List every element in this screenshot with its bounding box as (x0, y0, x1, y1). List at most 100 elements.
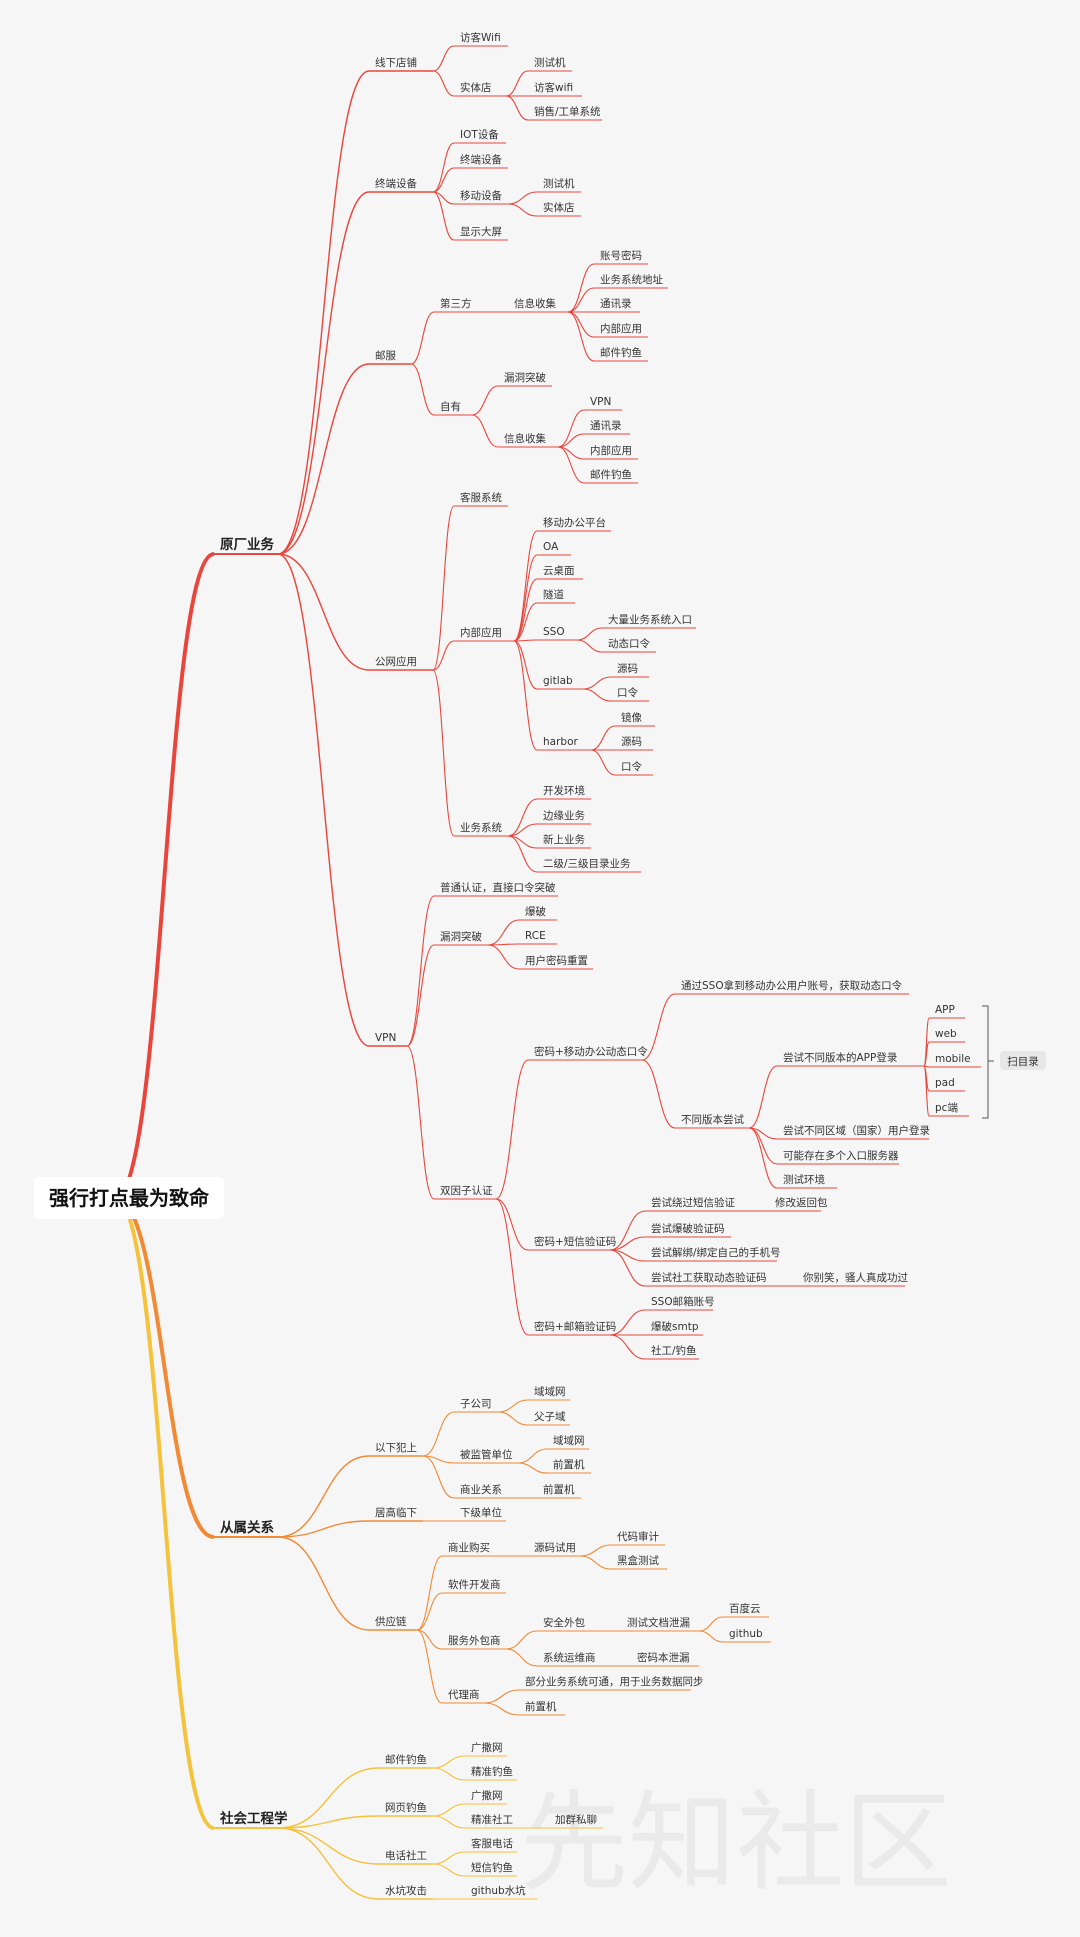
node-label-0.3.1.6[interactable]: harbor (543, 736, 578, 748)
node-label-2.2[interactable]: 电话社工 (385, 1849, 427, 1862)
node-label-1.2.1[interactable]: 软件开发商 (448, 1578, 501, 1591)
node-label-0.3.0[interactable]: 客服系统 (460, 491, 502, 504)
node-label-2.2.0[interactable]: 客服电话 (471, 1837, 513, 1850)
node-label-2.1.1[interactable]: 精准社工 (471, 1813, 513, 1826)
node-label-0.2.0.0.2[interactable]: 通讯录 (600, 297, 632, 310)
node-label-1.0.1.0[interactable]: 域域网 (553, 1434, 585, 1447)
node-label-0.0.1.2[interactable]: 销售/工单系统 (534, 105, 601, 118)
node-label-0.4.2.1.0.0[interactable]: 修改返回包 (775, 1196, 828, 1209)
node-label-0.2.0.0.3[interactable]: 内部应用 (600, 322, 642, 335)
node-label-2.0.1[interactable]: 精准钓鱼 (471, 1765, 513, 1778)
root-node-label[interactable]: 强行打点最为致命 (49, 1186, 210, 1210)
node-label-0.4.2.0.1.2[interactable]: 可能存在多个入口服务器 (783, 1149, 899, 1162)
node-label-0.1.1[interactable]: 终端设备 (460, 153, 502, 166)
node-label-0.4.2.0.1.0.0[interactable]: APP (935, 1004, 955, 1016)
node-label-2.0.0[interactable]: 广撒网 (471, 1741, 503, 1754)
node-label-1.2.0.0.1[interactable]: 黑盒测试 (617, 1554, 659, 1567)
node-label-1.2.3.0[interactable]: 部分业务系统可通，用于业务数据同步 (525, 1675, 704, 1688)
node-label-0.1.0[interactable]: IOT设备 (460, 128, 499, 141)
node-label-0.2[interactable]: 邮服 (375, 349, 396, 362)
node-label-0.2.1.0[interactable]: 漏洞突破 (504, 371, 546, 384)
node-label-0.4.2.1.3.0[interactable]: 你别笑，骚人真成功过 (803, 1271, 908, 1284)
node-label-0.4.2.1.0[interactable]: 尝试绕过短信验证 (651, 1196, 735, 1209)
node-label-0.4.2.0[interactable]: 密码+移动办公动态口令 (534, 1045, 648, 1058)
node-label-1.2.3.1[interactable]: 前置机 (525, 1700, 557, 1713)
node-label-1.2.2.1.0[interactable]: 密码本泄漏 (637, 1651, 690, 1664)
branch-label-0[interactable]: 原厂业务 (220, 536, 274, 553)
branch-label-2[interactable]: 社会工程学 (219, 1810, 288, 1827)
node-label-0.4.2.0.1.0[interactable]: 尝试不同版本的APP登录 (783, 1051, 897, 1064)
node-label-0.3.1.6.2[interactable]: 口令 (621, 760, 642, 773)
node-label-0.2.1.1[interactable]: 信息收集 (504, 432, 546, 445)
node-label-0.4.2.0.1[interactable]: 不同版本尝试 (681, 1113, 744, 1126)
node-label-0.4.0[interactable]: 普通认证，直接口令突破 (440, 881, 556, 894)
node-label-0.4.2.1[interactable]: 密码+短信验证码 (534, 1235, 616, 1248)
node-label-0.3.1.3[interactable]: 隧道 (543, 588, 564, 601)
node-label-0.2.1.1.3[interactable]: 邮件钓鱼 (590, 468, 632, 481)
node-label-0.2.1[interactable]: 自有 (440, 400, 461, 413)
node-label-2.3.0[interactable]: github水坑 (471, 1884, 526, 1897)
node-label-0.3.1.4.0[interactable]: 大量业务系统入口 (608, 613, 692, 626)
node-label-1.0[interactable]: 以下犯上 (375, 1442, 417, 1454)
node-label-1.1[interactable]: 居高临下 (375, 1506, 417, 1519)
node-label-0.2.0.0.1[interactable]: 业务系统地址 (600, 273, 663, 286)
root-node[interactable]: 强行打点最为致命 (34, 1177, 224, 1219)
node-label-0.0.1.0[interactable]: 测试机 (534, 56, 566, 69)
node-label-0.2.1.1.1[interactable]: 通讯录 (590, 419, 622, 432)
node-label-0.4.2.0.1.0.3[interactable]: pad (935, 1077, 955, 1089)
node-label-0.4.2.0.1.0.1[interactable]: web (935, 1028, 957, 1040)
node-label-1.0.1.1[interactable]: 前置机 (553, 1458, 585, 1471)
node-label-0.4.1.1[interactable]: RCE (525, 930, 546, 942)
node-label-0.4.2.1.2[interactable]: 尝试解绑/绑定自己的手机号 (651, 1246, 781, 1259)
node-label-0.3.1.5.0[interactable]: 源码 (617, 662, 638, 675)
node-label-0.4.2.2.1[interactable]: 爆破smtp (651, 1320, 699, 1333)
node-label-0.3.1.4.1[interactable]: 动态口令 (608, 637, 650, 650)
node-label-0.4.2.2[interactable]: 密码+邮箱验证码 (534, 1320, 616, 1333)
node-label-1.2.0.0[interactable]: 源码试用 (534, 1541, 576, 1554)
node-label-0.2.0.0.0[interactable]: 账号密码 (600, 249, 642, 262)
node-label-1.2.0.0.0[interactable]: 代码审计 (617, 1530, 659, 1543)
node-label-0.4.2.0.1.1[interactable]: 尝试不同区域（国家）用户登录 (783, 1124, 930, 1137)
node-label-0.2.1.1.0[interactable]: VPN (590, 396, 611, 408)
node-label-0.0[interactable]: 线下店铺 (375, 56, 417, 69)
node-label-1.1.0[interactable]: 下级单位 (460, 1506, 502, 1519)
node-label-0.1.2.0[interactable]: 测试机 (543, 177, 575, 190)
node-label-0.2.1.1.2[interactable]: 内部应用 (590, 444, 632, 457)
node-label-0.3.2.3[interactable]: 二级/三级目录业务 (543, 857, 631, 870)
node-label-0.0.1[interactable]: 实体店 (460, 81, 492, 94)
branch-label-1[interactable]: 从属关系 (220, 1519, 274, 1536)
node-label-2.3[interactable]: 水坑攻击 (385, 1884, 427, 1897)
node-label-1.2.2.0.0.0[interactable]: 百度云 (729, 1602, 761, 1615)
node-label-1.2.3[interactable]: 代理商 (448, 1688, 480, 1701)
node-label-1.2.2.1[interactable]: 系统运维商 (543, 1651, 596, 1664)
node-label-1.0.0.0[interactable]: 域域网 (534, 1385, 566, 1398)
node-label-0.3.2.2[interactable]: 新上业务 (543, 833, 585, 846)
node-label-2.0[interactable]: 邮件钓鱼 (385, 1753, 427, 1766)
node-label-0.1.2.1[interactable]: 实体店 (543, 201, 575, 214)
node-label-0.4.2.2.0[interactable]: SSO邮箱账号 (651, 1295, 715, 1308)
node-label-2.1.0[interactable]: 广撒网 (471, 1789, 503, 1802)
node-label-0.3.1.1[interactable]: OA (543, 541, 559, 553)
node-label-0.2.0.0.4[interactable]: 邮件钓鱼 (600, 346, 642, 359)
node-label-1.0.1[interactable]: 被监管单位 (460, 1448, 513, 1461)
node-label-0.0.0[interactable]: 访客Wifi (460, 31, 501, 44)
node-label-0.4.2.0.1.0.4[interactable]: pc端 (935, 1101, 958, 1114)
node-label-1.2[interactable]: 供应链 (375, 1615, 407, 1628)
node-label-0.4.2[interactable]: 双因子认证 (440, 1184, 493, 1197)
node-label-0.4[interactable]: VPN (375, 1032, 396, 1044)
node-label-0.3[interactable]: 公网应用 (375, 655, 417, 668)
node-label-0.4.2.2.2[interactable]: 社工/钓鱼 (651, 1344, 697, 1357)
node-label-1.0.0.1[interactable]: 父子域 (534, 1410, 566, 1423)
node-label-1.2.0[interactable]: 商业购买 (448, 1541, 490, 1554)
node-label-1.2.2.0.0.1[interactable]: github (729, 1628, 763, 1640)
node-label-0.4.1.0[interactable]: 爆破 (525, 905, 546, 918)
node-label-0.2.0[interactable]: 第三方 (440, 297, 472, 310)
node-label-0.4.2.0.1.0.2[interactable]: mobile (935, 1053, 971, 1065)
node-label-0.3.2.1[interactable]: 边缘业务 (543, 809, 585, 822)
node-label-0.3.1.5.1[interactable]: 口令 (617, 686, 638, 699)
node-label-0.3.1.5[interactable]: gitlab (543, 675, 573, 687)
node-label-0.3.1[interactable]: 内部应用 (460, 626, 502, 639)
node-label-1.2.2[interactable]: 服务外包商 (448, 1634, 501, 1647)
node-label-0.4.2.0.1.3[interactable]: 测试环境 (783, 1173, 825, 1186)
node-label-2.1[interactable]: 网页钓鱼 (385, 1801, 427, 1814)
